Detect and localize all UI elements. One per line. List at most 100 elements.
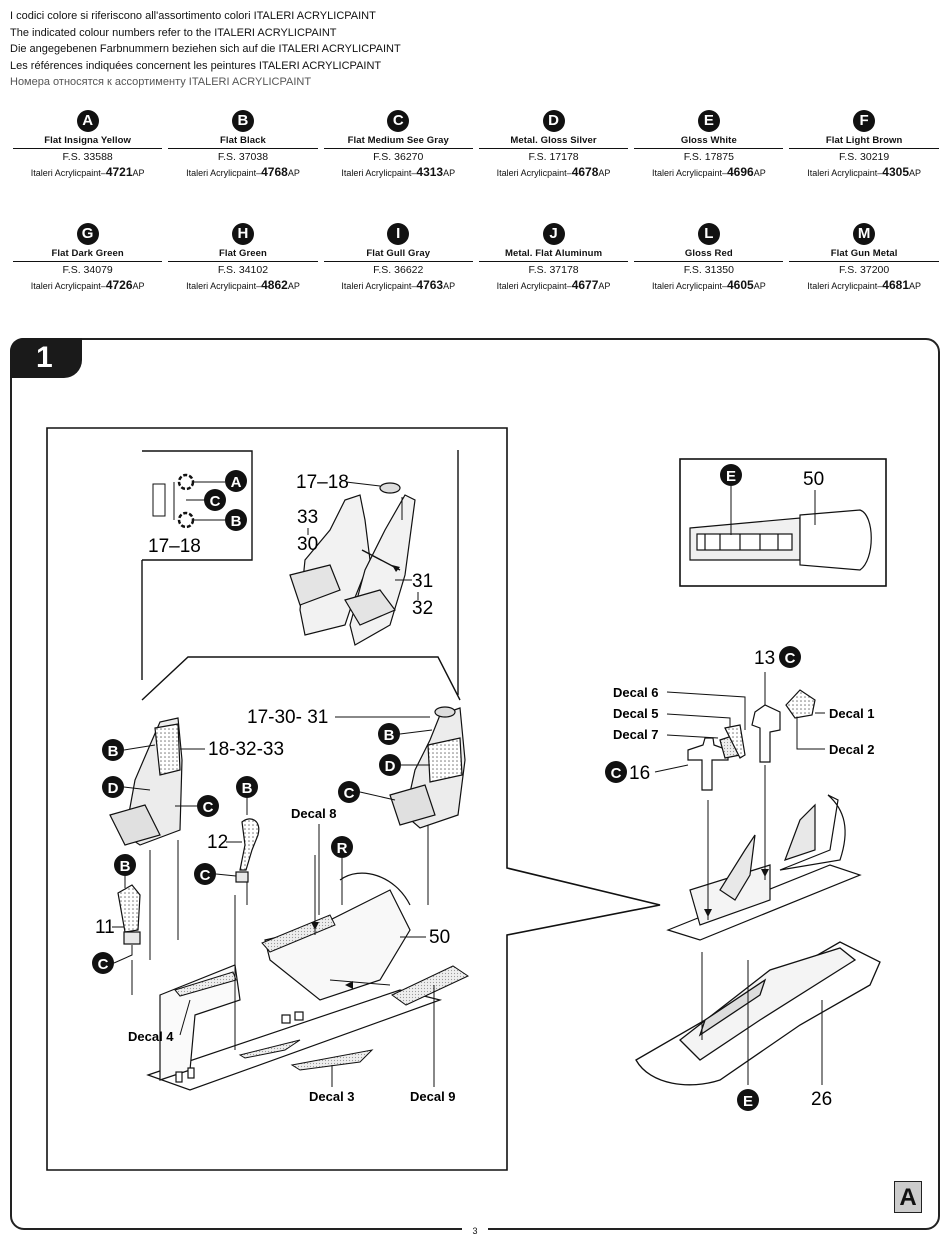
ap-number: 4862 xyxy=(261,278,288,292)
part-16-label: 16 xyxy=(629,763,650,784)
step-number: 1 xyxy=(10,338,82,378)
color-name: Flat Green xyxy=(168,248,318,262)
right-seat xyxy=(389,706,466,829)
sheet-letter-badge: A xyxy=(894,1181,922,1213)
color-name: Flat Gull Gray xyxy=(323,248,473,262)
color-name: Gloss Red xyxy=(634,248,784,262)
ap-prefix: Italeri Acrylicpaint– xyxy=(496,168,572,178)
seat-assembly-inset xyxy=(289,482,416,646)
ap-number: 4696 xyxy=(727,165,754,179)
ap-number: 4313 xyxy=(416,165,444,179)
color-name: Metal. Gloss Silver xyxy=(478,135,629,149)
callout-C: C xyxy=(210,493,221,510)
page-number: 3 xyxy=(0,1226,950,1236)
decal-3-label: Decal 3 xyxy=(309,1089,355,1104)
part-30-label: 30 xyxy=(297,534,318,555)
color-letter-badge: D xyxy=(542,110,565,132)
harness-rings-diagram xyxy=(152,473,225,529)
part-50-label: 50 xyxy=(429,927,450,948)
part-50-top-label: 50 xyxy=(803,469,824,490)
ap-number: 4605 xyxy=(727,278,754,292)
ap-prefix: Italeri Acrylicpaint– xyxy=(496,281,572,291)
acrylicpaint-code: Italeri Acrylicpaint–4677AP xyxy=(476,278,631,292)
ap-suffix: AP xyxy=(443,168,456,178)
acrylicpaint-code: Italeri Acrylicpaint–4605AP xyxy=(631,278,786,292)
callout-fuselage-E: E xyxy=(743,1093,753,1110)
fs-code: F.S. 31350 xyxy=(683,264,734,276)
fs-code: F.S. 34102 xyxy=(217,264,269,276)
callout-13-C: C xyxy=(785,650,796,667)
color-name: Flat Light Brown xyxy=(789,135,939,149)
acrylicpaint-code: Italeri Acrylicpaint–4721AP xyxy=(10,165,165,179)
color-name: Flat Medium See Gray xyxy=(323,135,473,149)
callout-C-badge xyxy=(204,489,226,511)
left-seat xyxy=(109,717,183,846)
ap-suffix: AP xyxy=(598,281,611,291)
color-letter-badge: E xyxy=(697,110,720,132)
decal-4-label: Decal 4 xyxy=(128,1029,174,1044)
acrylicpaint-code: Italeri Acrylicpaint–4678AP xyxy=(476,165,631,179)
ap-prefix: Italeri Acrylicpaint– xyxy=(186,168,262,178)
color-letter-badge: G xyxy=(76,223,99,245)
ap-number: 4726 xyxy=(105,278,133,292)
color-letter-badge: I xyxy=(387,223,410,245)
callout-seat-left-D: D xyxy=(108,780,119,797)
color-letter-badge: B xyxy=(231,110,254,132)
color-name: Gloss White xyxy=(634,135,784,149)
ap-suffix: AP xyxy=(909,281,922,291)
acrylicpaint-code: Italeri Acrylicpaint–4763AP xyxy=(321,278,476,292)
callout-stick-C: C xyxy=(200,867,211,884)
callout-A-badge xyxy=(225,470,247,492)
acrylicpaint-code: Italeri Acrylicpaint–4681AP xyxy=(786,278,941,292)
acrylicpaint-code: Italeri Acrylicpaint–4313AP xyxy=(321,165,476,179)
fs-code: F.S. 30219 xyxy=(839,151,890,163)
ap-suffix: AP xyxy=(909,168,922,178)
fs-code: F.S. 36622 xyxy=(373,264,424,276)
part-32-label: 32 xyxy=(412,598,433,619)
instrument-panel xyxy=(689,509,872,571)
note-en: The indicated colour numbers refer to th… xyxy=(10,26,337,39)
ap-suffix: AP xyxy=(443,281,456,291)
fuselage-half-26 xyxy=(635,941,881,1086)
ap-prefix: Italeri Acrylicpaint– xyxy=(341,168,417,178)
ap-number: 4681 xyxy=(882,278,909,292)
decal-small-strip xyxy=(238,1039,301,1059)
part-17-18-label: 17–18 xyxy=(148,536,201,557)
ap-suffix: AP xyxy=(287,281,300,291)
fs-code: F.S. 37200 xyxy=(839,264,890,276)
instrument-panel-inset xyxy=(679,458,887,587)
ap-prefix: Italeri Acrylicpaint– xyxy=(807,281,883,291)
ap-suffix: AP xyxy=(287,168,300,178)
fs-code: F.S. 17178 xyxy=(528,151,579,163)
callout-seat-right-D: D xyxy=(385,758,396,775)
control-stick-12 xyxy=(235,818,260,883)
fs-code: F.S. 33588 xyxy=(62,151,113,163)
panels-13-16 xyxy=(687,689,816,791)
decal-1-label: Decal 1 xyxy=(829,706,875,721)
fs-code: F.S. 37038 xyxy=(217,151,269,163)
ap-number: 4721 xyxy=(105,165,133,179)
fs-code: F.S. 17875 xyxy=(683,151,734,163)
page-number-text: 3 xyxy=(462,1226,488,1236)
ap-prefix: Italeri Acrylicpaint– xyxy=(651,281,727,291)
decal-8-label: Decal 8 xyxy=(291,806,337,821)
decal-7-label: Decal 7 xyxy=(613,727,659,742)
ap-suffix: AP xyxy=(132,168,145,178)
callout-seat-left-B: B xyxy=(108,743,119,760)
ap-number: 4305 xyxy=(882,165,909,179)
acrylicpaint-code: Italeri Acrylicpaint–4305AP xyxy=(786,165,941,179)
callout-seat-right-C: C xyxy=(344,785,355,802)
note-de: Die angegebenen Farbnummern beziehen sic… xyxy=(10,43,401,56)
ap-number: 4678 xyxy=(571,165,599,179)
